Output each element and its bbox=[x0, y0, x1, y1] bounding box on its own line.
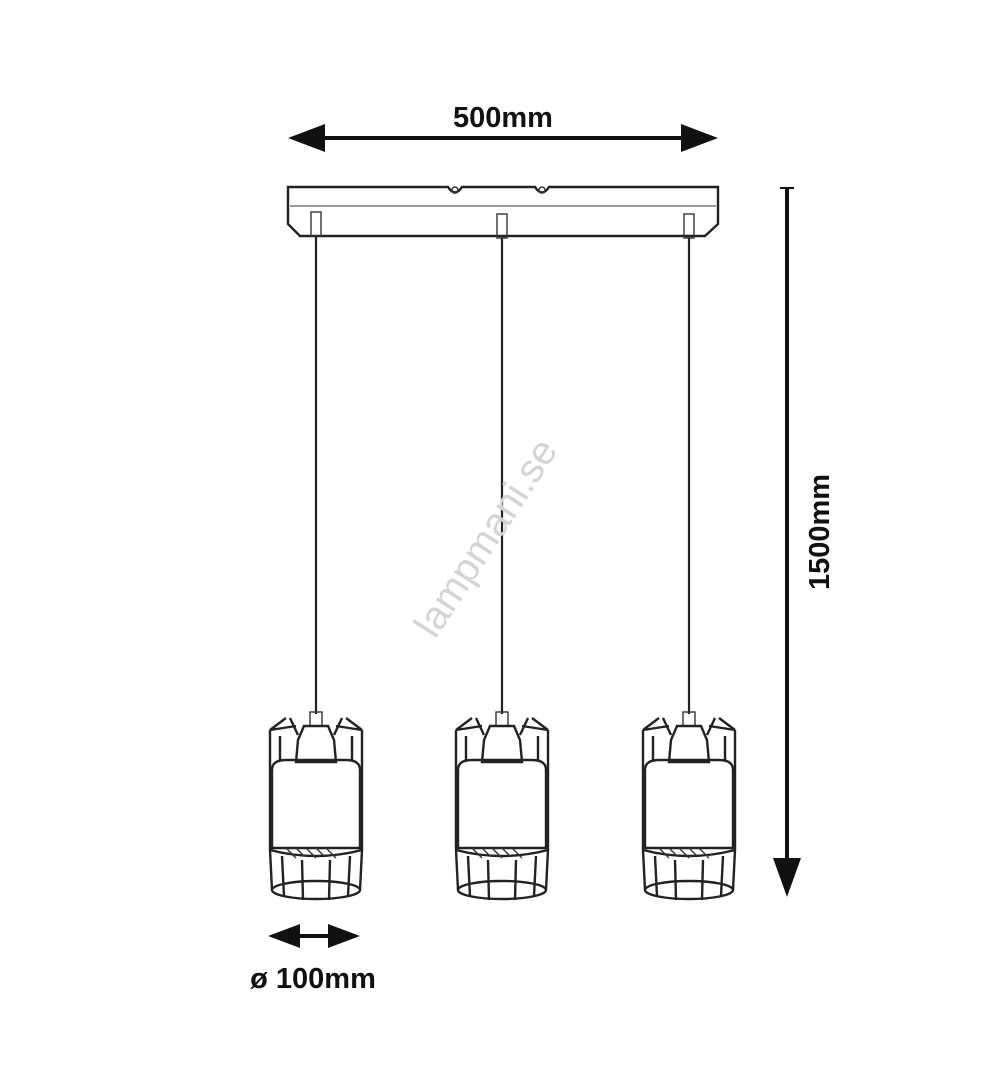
width-dimension: 500mm bbox=[288, 102, 718, 152]
height-dimension: 1500mm bbox=[773, 187, 836, 897]
lamp-shade-right bbox=[641, 710, 737, 902]
diameter-dimension: ø 100mm bbox=[250, 924, 376, 995]
arrow-down-icon bbox=[773, 858, 801, 897]
arrow-left-icon bbox=[288, 124, 325, 152]
cables bbox=[314, 236, 691, 714]
ceiling-canopy bbox=[286, 185, 720, 239]
arrow-left-icon bbox=[268, 924, 300, 948]
watermark: lampmani.se bbox=[406, 431, 566, 645]
arrow-right-icon bbox=[681, 124, 718, 152]
height-label: 1500mm bbox=[804, 474, 836, 590]
arrow-right-icon bbox=[328, 924, 360, 948]
width-label: 500mm bbox=[453, 102, 553, 134]
diameter-label: ø 100mm bbox=[250, 963, 376, 995]
lamp-shade-left bbox=[268, 710, 364, 902]
lamp-shade-center bbox=[454, 710, 550, 902]
